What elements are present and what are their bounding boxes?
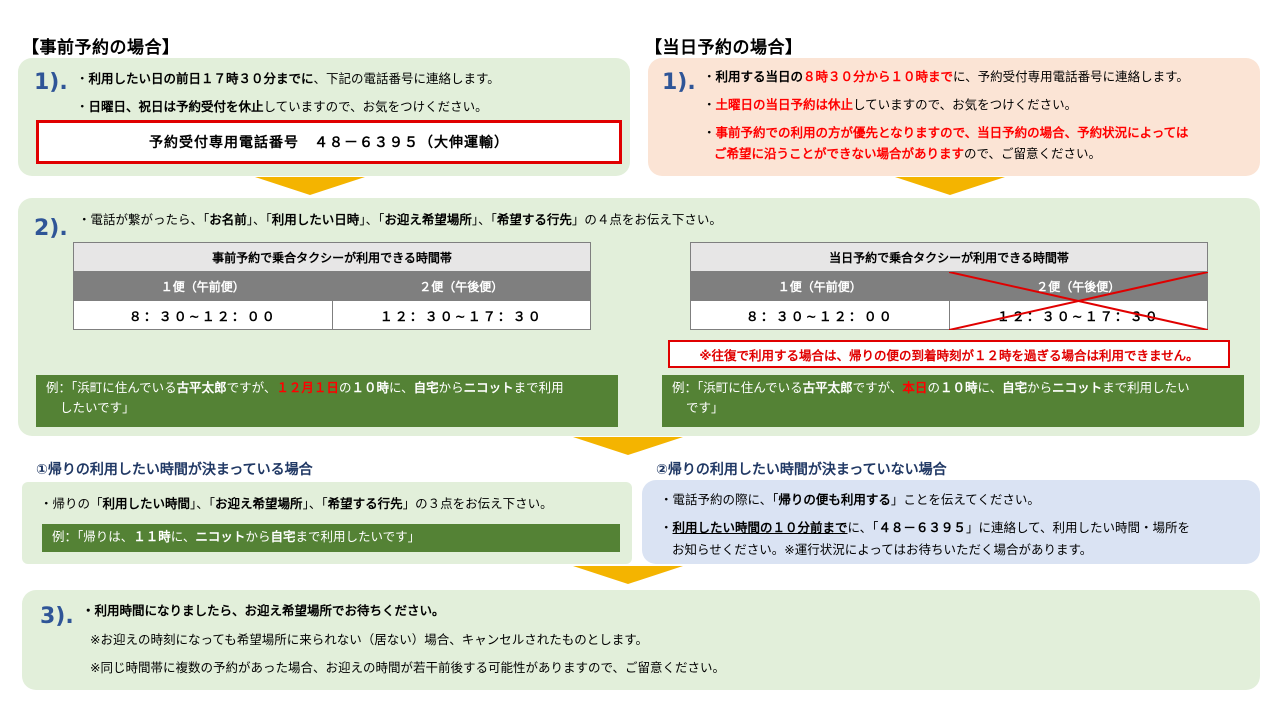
advance-example: 例：「浜町に住んでいる古平太郎ですが、１２月１日の１０時に、自宅からニコットまで… <box>36 375 618 427</box>
advance-col-morning: １便（午前便） <box>73 271 333 301</box>
sameday-time-morning: ８：３０~１２：００ <box>690 300 950 330</box>
step3-line1: ・利用時間になりましたら、お迎え希望場所でお待ちください。 <box>82 603 445 618</box>
advance-timetable: 事前予約で乗合タクシーが利用できる時間帯 １便（午前便） ２便（午後便） ８：３… <box>73 242 591 330</box>
sameday-timetable-title: 当日予約で乗合タクシーが利用できる時間帯 <box>690 242 1208 272</box>
step3-label: 3). <box>40 604 74 629</box>
down-arrow-icon <box>255 177 365 195</box>
step3-panel: 3). ・利用時間になりましたら、お迎え希望場所でお待ちください。 ※お迎えの時… <box>22 590 1260 690</box>
return-warning: ※往復で利用する場合は、帰りの便の到着時刻が１２時を過ぎる場合は利用できません。 <box>668 340 1230 368</box>
sameday-line3: ・事前予約での利用の方が優先となりますので、当日予約の場合、予約状況によっては <box>703 125 1189 140</box>
advance-line2: ・日曜日、祝日は予約受付を休止していますので、お気をつけください。 <box>76 99 488 114</box>
advance-line1: ・利用したい日の前日１７時３０分までに、下記の電話番号に連絡します。 <box>76 71 500 86</box>
down-arrow-icon <box>573 566 683 584</box>
return-undecided-line2: ・利用したい時間の１０分前までに、「４８－６３９５」に連絡して、利用したい時間・… <box>660 520 1190 535</box>
return-undecided-heading: ②帰りの利用したい時間が決まっていない場合 <box>656 462 947 478</box>
phone-number-box: 予約受付専用電話番号 ４８－６３９５（大伸運輸） <box>36 120 622 164</box>
advance-heading: 【事前予約の場合】 <box>22 38 180 58</box>
sameday-line1: ・利用する当日の８時３０分から１０時までに、予約受付専用電話番号に連絡します。 <box>703 69 1189 84</box>
sameday-timetable: 当日予約で乗合タクシーが利用できる時間帯 １便（午前便） ２便（午後便） ８：３… <box>690 242 1208 330</box>
return-decided-heading: ①帰りの利用したい時間が決まっている場合 <box>36 462 313 478</box>
sameday-example: 例：「浜町に住んでいる古平太郎ですが、本日の１０時に、自宅からニコットまで利用し… <box>662 375 1244 427</box>
return-undecided-panel: ・電話予約の際に、「帰りの便も利用する」ことを伝えてください。 ・利用したい時間… <box>642 480 1260 564</box>
sameday-line2: ・土曜日の当日予約は休止していますので、お気をつけください。 <box>703 97 1078 112</box>
return-decided-panel: ・帰りの「利用したい時間」、「お迎え希望場所」、「希望する行先」の３点をお伝え下… <box>22 482 632 564</box>
return-undecided-line1: ・電話予約の際に、「帰りの便も利用する」ことを伝えてください。 <box>660 492 1040 507</box>
step2-label: 2). <box>34 216 68 241</box>
unavailable-cross-icon <box>949 272 1208 330</box>
advance-time-afternoon: １２：３０~１７：３０ <box>331 300 591 330</box>
advance-step1-panel: 1). ・利用したい日の前日１７時３０分までに、下記の電話番号に連絡します。 ・… <box>18 58 630 176</box>
sameday-step1-panel: 1). ・利用する当日の８時３０分から１０時までに、予約受付専用電話番号に連絡し… <box>648 58 1260 176</box>
return-decided-instruction: ・帰りの「利用したい時間」、「お迎え希望場所」、「希望する行先」の３点をお伝え下… <box>40 496 553 511</box>
sameday-col-afternoon: ２便（午後便） <box>948 271 1208 301</box>
return-decided-example: 例：「帰りは、１１時に、ニコットから自宅まで利用したいです」 <box>42 524 620 552</box>
down-arrow-icon <box>895 177 1005 195</box>
return-undecided-line3: お知らせください。※運行状況によってはお待ちいただく場合があります。 <box>672 542 1093 557</box>
sameday-line4: ご希望に沿うことができない場合がありますので、ご留意ください。 <box>714 146 1102 161</box>
advance-col-afternoon: ２便（午後便） <box>331 271 591 301</box>
advance-timetable-title: 事前予約で乗合タクシーが利用できる時間帯 <box>73 242 591 272</box>
sameday-time-afternoon: １２：３０~１７：３０ <box>948 300 1208 330</box>
step2-instruction: ・電話が繋がったら、「お名前」、「利用したい日時」、「お迎え希望場所」、「希望す… <box>78 212 722 227</box>
sameday-step1-label: 1). <box>662 70 696 95</box>
step1-label: 1). <box>34 70 68 95</box>
step2-panel: 2). ・電話が繋がったら、「お名前」、「利用したい日時」、「お迎え希望場所」、… <box>18 198 1260 436</box>
advance-time-morning: ８：３０~１２：００ <box>73 300 333 330</box>
sameday-col-morning: １便（午前便） <box>690 271 950 301</box>
step3-line3: ※同じ時間帯に複数の予約があった場合、お迎えの時間が若干前後する可能性があります… <box>90 660 725 675</box>
sameday-heading: 【当日予約の場合】 <box>645 38 803 58</box>
down-arrow-icon <box>573 437 683 455</box>
step3-line2: ※お迎えの時刻になっても希望場所に来られない（居ない）場合、キャンセルされたもの… <box>90 632 648 647</box>
